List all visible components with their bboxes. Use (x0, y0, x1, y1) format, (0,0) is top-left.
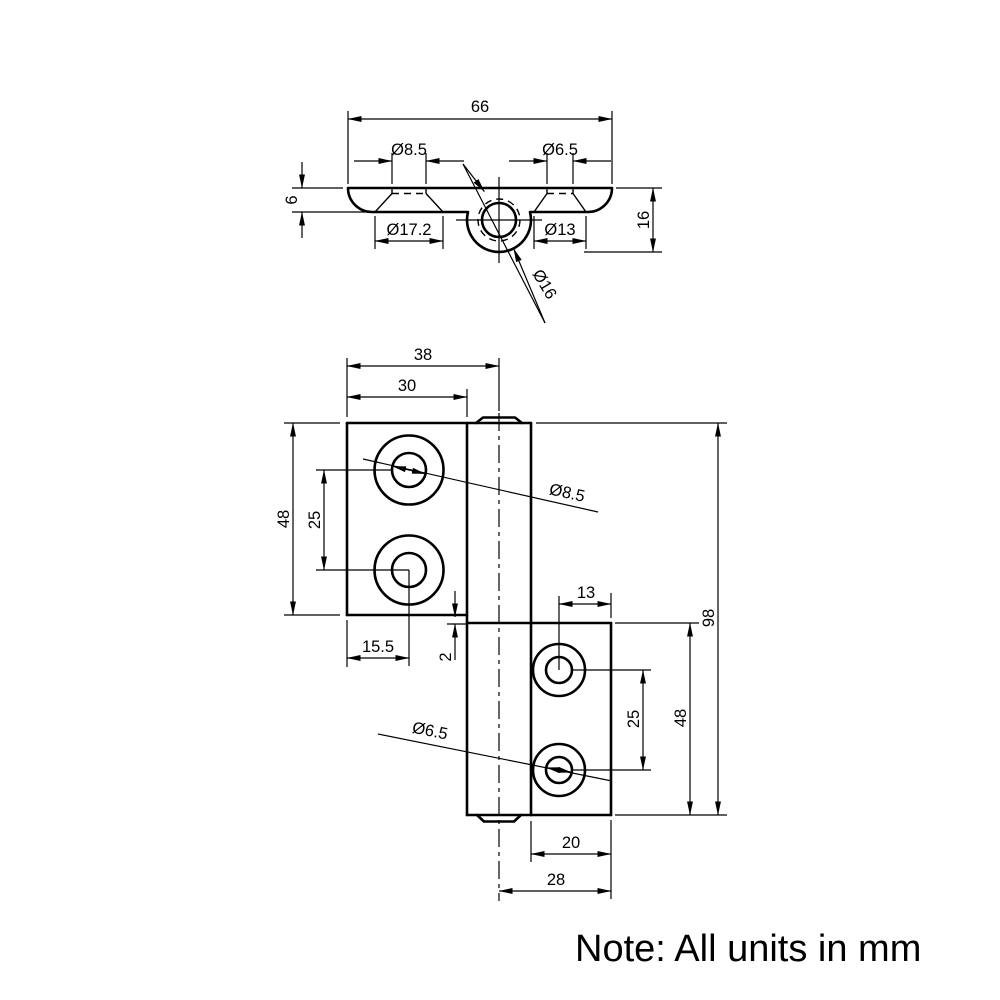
left-countersink-profile (374, 188, 444, 213)
dim-overall-height-label: 98 (700, 609, 718, 627)
dim-knuckle-dia-label: Ø16 (529, 266, 560, 302)
dim-left-leaf-width-label: 38 (414, 346, 432, 364)
dim-left-hole-spacing-label: 25 (306, 511, 324, 529)
dim-left-leaf-height-label: 48 (275, 510, 293, 528)
dim-leaf-gap-label: 2 (437, 652, 455, 661)
units-note: Note: All units in mm (575, 928, 921, 970)
dim-right-hole-edge-offset-label: 13 (577, 584, 595, 602)
top-view-dimensions: 66 Ø8.5 Ø6.5 6 Ø17.2 (283, 98, 662, 324)
top-view: 66 Ø8.5 Ø6.5 6 Ø17.2 (283, 98, 662, 324)
front-view-dimensions: 38 30 48 25 15.5 2 (275, 346, 727, 899)
dim-left-countersink-label: Ø17.2 (387, 221, 432, 239)
front-view-holes (316, 434, 651, 798)
dim-right-hole-spacing-label: 25 (625, 710, 643, 728)
dim-side-height-label: 16 (635, 211, 653, 229)
dim-left-hole-top-label: Ø8.5 (391, 141, 427, 159)
front-view-outline (345, 413, 613, 901)
right-countersink-profile (533, 188, 587, 213)
dim-left-hole-edge-offset-label: 15.5 (362, 638, 394, 656)
dim-right-countersink-label: Ø13 (544, 221, 575, 239)
dim-right-hole-dia-label: Ø6.5 (411, 719, 450, 744)
dim-plate-thickness-label: 6 (283, 195, 301, 204)
dim-left-leaf-flat-width-label: 30 (398, 377, 416, 395)
dim-right-hole-top-label: Ø6.5 (542, 141, 578, 159)
dim-right-leaf-flat-width-label: 20 (562, 834, 580, 852)
upper-left-hole (390, 451, 428, 489)
dim-right-leaf-width-label: 28 (547, 871, 565, 889)
top-view-outline (346, 177, 614, 263)
dim-right-leaf-height-label: 48 (672, 709, 690, 727)
front-view: 38 30 48 25 15.5 2 (275, 346, 727, 901)
dim-overall-width-label: 66 (471, 98, 489, 116)
